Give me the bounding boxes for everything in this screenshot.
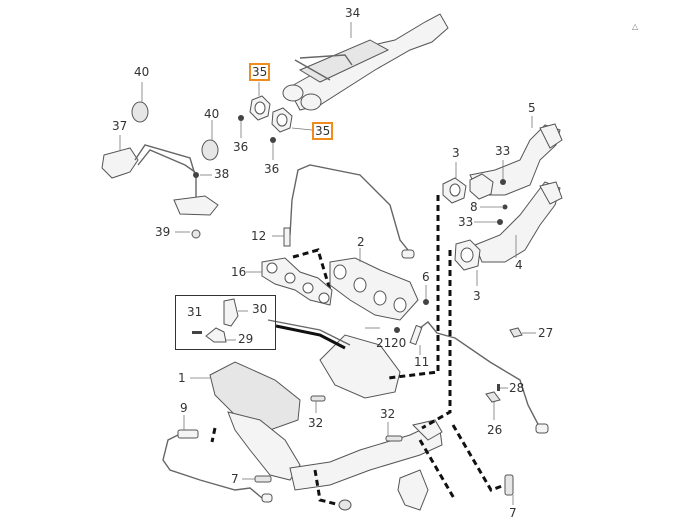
callout-6[interactable]: 6 bbox=[422, 270, 430, 284]
callout-4[interactable]: 4 bbox=[515, 258, 523, 272]
callout-21[interactable]: 21 bbox=[376, 336, 392, 350]
callout-28[interactable]: 28 bbox=[509, 381, 525, 395]
callout-5[interactable]: 5 bbox=[528, 101, 536, 115]
callout-34[interactable]: 34 bbox=[345, 6, 361, 20]
callout-29[interactable]: 29 bbox=[238, 332, 254, 346]
catalytic-converter-34[interactable] bbox=[282, 13, 449, 111]
nut-33[interactable] bbox=[474, 160, 508, 225]
pipe-4[interactable] bbox=[474, 181, 563, 263]
callout-35-highlighted[interactable]: 35 bbox=[249, 63, 271, 81]
callout-1[interactable]: 1 bbox=[178, 371, 186, 385]
pipe-5[interactable] bbox=[469, 116, 563, 196]
callout-7[interactable]: 7 bbox=[231, 472, 239, 486]
bolt-7[interactable] bbox=[242, 474, 514, 511]
callout-33[interactable]: 33 bbox=[495, 144, 511, 158]
oxygen-sensor-12[interactable] bbox=[272, 164, 415, 291]
clip-27[interactable] bbox=[509, 327, 536, 338]
callout-31[interactable]: 31 bbox=[187, 305, 203, 319]
callout-2[interactable]: 2 bbox=[357, 235, 365, 249]
callout-11[interactable]: 11 bbox=[414, 355, 430, 369]
callout-39[interactable]: 39 bbox=[155, 225, 171, 239]
catalytic-converter-1[interactable] bbox=[190, 319, 401, 481]
bolt-32[interactable] bbox=[310, 395, 403, 442]
callout-33[interactable]: 33 bbox=[458, 215, 474, 229]
callout-36[interactable]: 36 bbox=[233, 140, 249, 154]
callout-37[interactable]: 37 bbox=[112, 119, 128, 133]
gasket-35[interactable] bbox=[249, 82, 313, 133]
oxygen-sensor-11[interactable] bbox=[409, 321, 549, 434]
callout-36[interactable]: 36 bbox=[264, 162, 280, 176]
bracket-26[interactable] bbox=[485, 384, 508, 420]
callout-3[interactable]: 3 bbox=[452, 146, 460, 160]
corner-marker-icon: △ bbox=[632, 22, 639, 31]
callout-26[interactable]: 26 bbox=[487, 423, 503, 437]
callout-8[interactable]: 8 bbox=[470, 200, 478, 214]
callout-20[interactable]: 20 bbox=[391, 336, 407, 350]
gasket-3[interactable] bbox=[442, 162, 494, 286]
callout-35-highlighted[interactable]: 35 bbox=[312, 122, 334, 140]
callout-27[interactable]: 27 bbox=[538, 326, 554, 340]
callout-30[interactable]: 30 bbox=[252, 302, 268, 316]
nut-36[interactable] bbox=[238, 115, 276, 160]
callout-12[interactable]: 12 bbox=[251, 229, 267, 243]
callout-32[interactable]: 32 bbox=[308, 416, 324, 430]
inset-box-heat-shield-bracket bbox=[175, 295, 276, 350]
nut-6[interactable] bbox=[365, 285, 429, 333]
callout-7[interactable]: 7 bbox=[509, 506, 517, 520]
callout-40[interactable]: 40 bbox=[204, 107, 220, 121]
front-pipe[interactable] bbox=[289, 419, 443, 511]
callout-3[interactable]: 3 bbox=[473, 289, 481, 303]
callout-38[interactable]: 38 bbox=[214, 167, 230, 181]
callout-9[interactable]: 9 bbox=[180, 401, 188, 415]
callout-32[interactable]: 32 bbox=[380, 407, 396, 421]
bracket-assembly-37[interactable] bbox=[101, 82, 219, 239]
gasket-16[interactable] bbox=[246, 257, 333, 306]
callout-40[interactable]: 40 bbox=[134, 65, 150, 79]
callout-16[interactable]: 16 bbox=[231, 265, 247, 279]
exhaust-manifold-2[interactable] bbox=[329, 248, 419, 321]
oxygen-sensor-9[interactable] bbox=[162, 415, 273, 503]
